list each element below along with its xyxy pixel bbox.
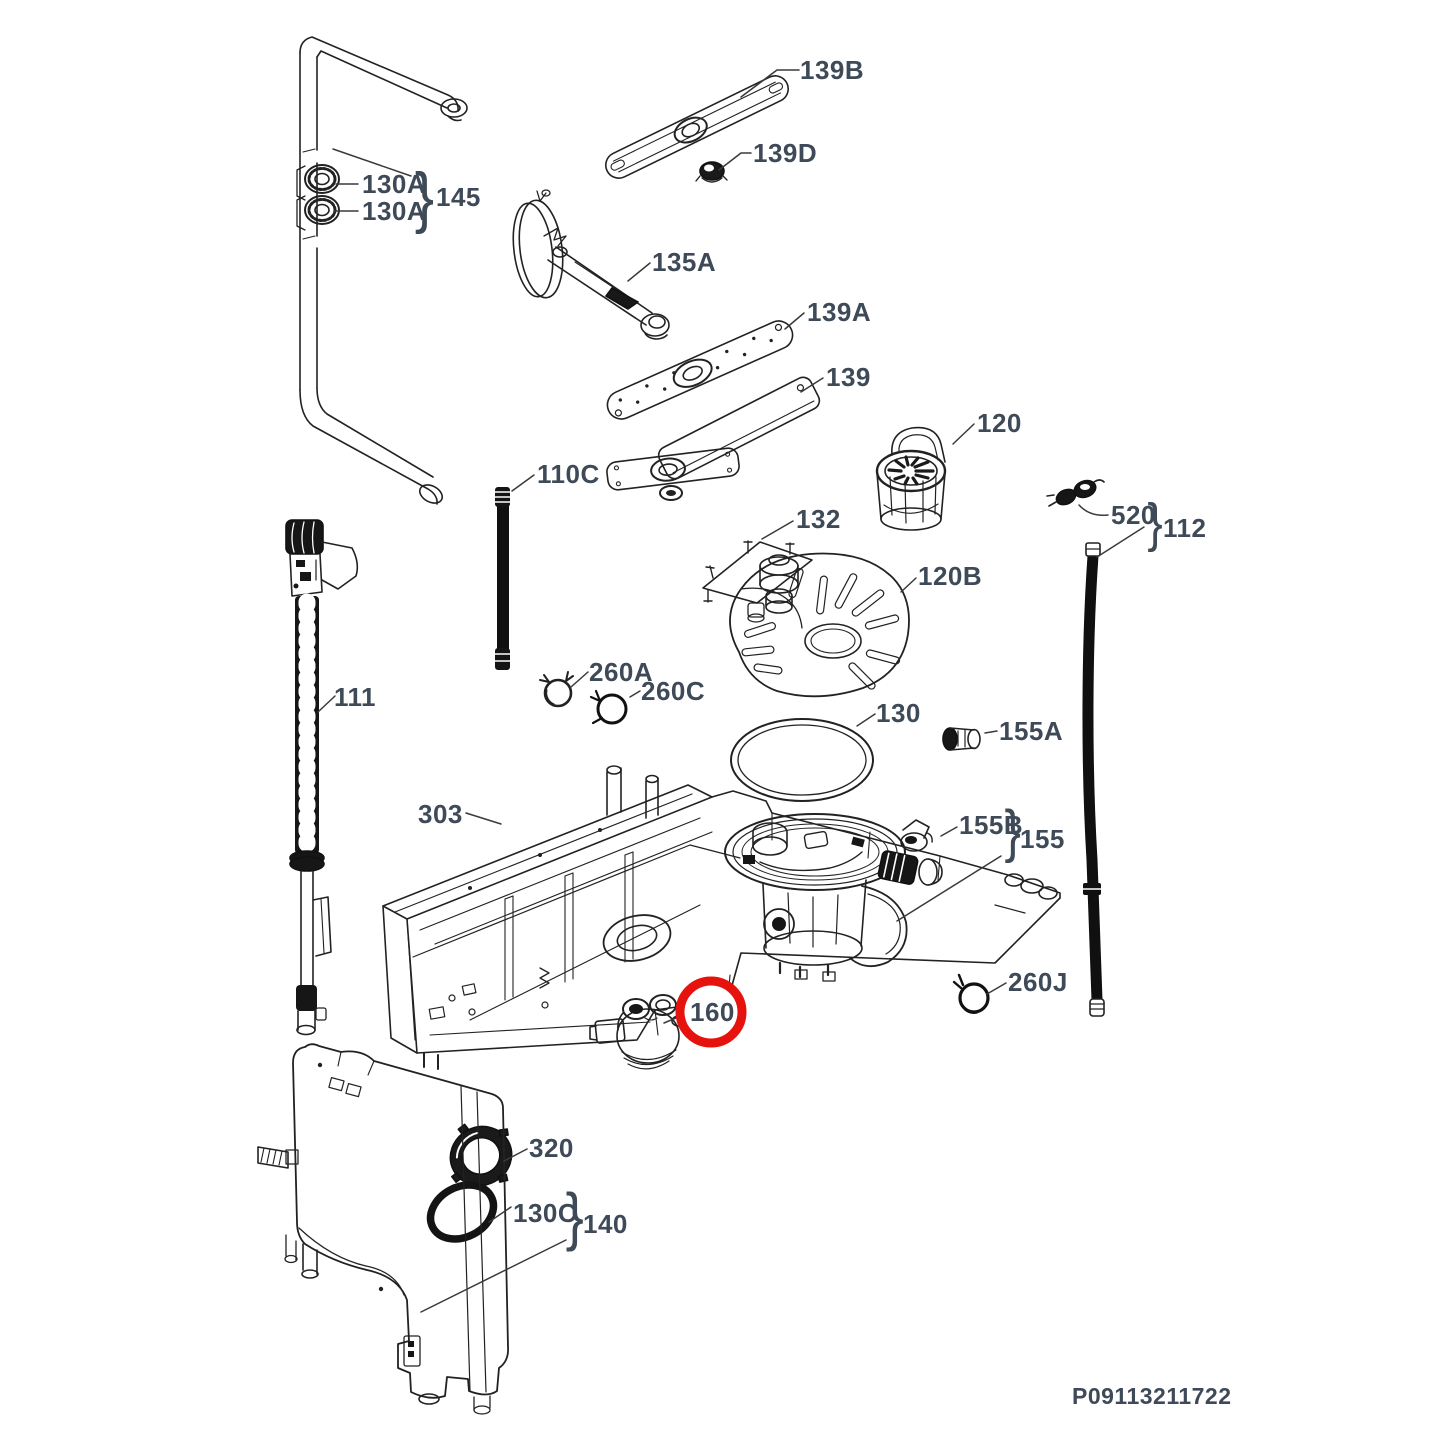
part-label-130c: 130C [513,1198,578,1228]
part-label-110c: 110C [537,459,600,489]
part-label-303: 303 [418,799,463,829]
part-111-hose [285,519,359,1036]
part-132-valve [702,540,813,623]
part-140-side-panel [257,1043,509,1415]
part-260a-clamp [539,671,574,708]
part-label-155a: 155A [999,716,1064,746]
part-label-145: 145 [436,182,481,212]
part-label-139a: 139A [807,297,872,327]
part-label-139d: 139D [753,138,818,168]
part-155b-clip [900,819,933,852]
part-label-120b: 120B [918,561,983,591]
leader-lines [317,69,1145,1313]
part-112-drain-hose [1082,542,1105,1017]
part-260j-clamp [952,973,990,1015]
part-139b-spray-arm [605,75,789,179]
part-label-260c: 260C [641,676,706,706]
part-130-gasket [730,718,874,802]
part-120-filter [875,426,947,531]
diagram-code: P09113211722 [1072,1383,1232,1409]
part-130c-oring [426,1181,498,1243]
part-label-139b: 139B [800,55,865,85]
part-label-135a: 135A [652,247,717,277]
part-label-132: 132 [796,504,841,534]
part-520-clip [1046,479,1105,507]
part-145-water-channel [296,36,468,505]
group-brace-112: } [1147,493,1163,553]
part-139d-nut [695,161,728,183]
part-155-sump [724,813,943,982]
part-label-120: 120 [977,408,1022,438]
group-brace-155: } [1004,799,1021,864]
part-label-130: 130 [876,698,921,728]
part-label-111: 111 [334,682,377,712]
part-label-260j: 260J [1008,967,1068,997]
part-260c-clamp [589,689,628,725]
part-label-160: 160 [690,997,735,1027]
part-135a-docking-arm [512,189,670,340]
group-brace-140: } [565,1180,584,1252]
part-label-260a: 260A [589,657,654,687]
part-label-112: 112 [1163,513,1207,543]
part-110c-tube [494,487,511,670]
part-120b-filter-plate [729,552,910,698]
part-139-spray-arm-assembly [606,376,821,501]
part-155a-coupler [942,727,981,751]
part-label-130a-bottom: 130A [362,196,427,226]
group-brace-145: } [414,159,435,235]
highlight-circle-160 [675,976,747,1048]
part-label-130a-top: 130A [362,169,427,199]
part-label-520: 520 [1111,500,1156,530]
part-label-320: 320 [529,1133,574,1163]
part-label-139: 139 [826,362,871,392]
part-label-155b: 155B [959,810,1024,840]
part-139a-spray-arm [606,320,794,420]
part-label-140: 140 [583,1209,628,1239]
part-label-155: 155 [1020,824,1065,854]
part-160-pump [589,994,687,1070]
